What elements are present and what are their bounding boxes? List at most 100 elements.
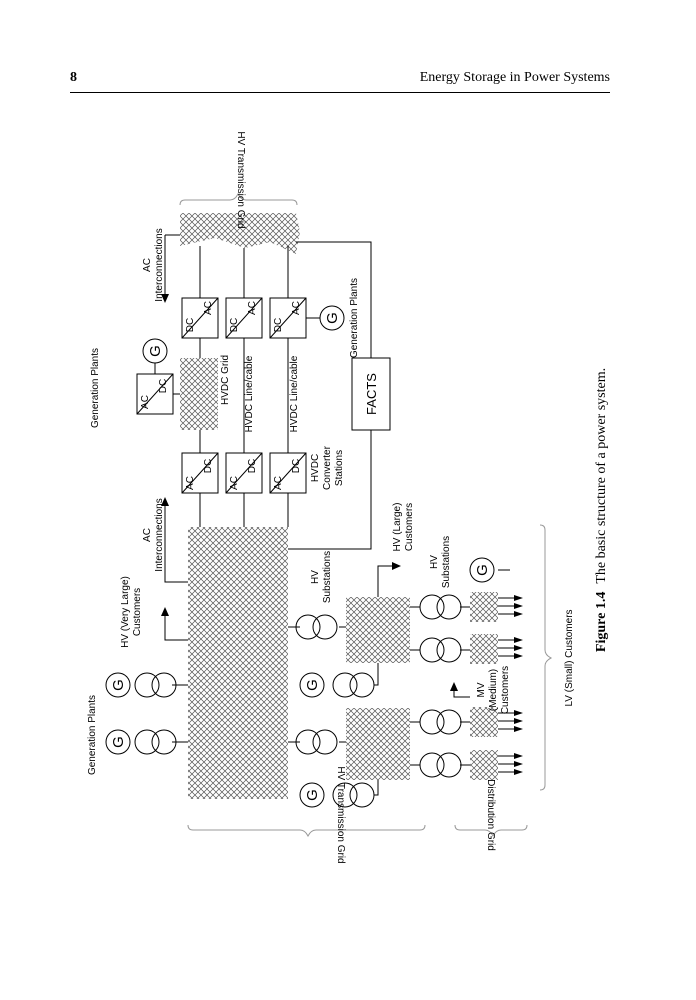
page-header: 8 Energy Storage in Power Systems <box>70 70 610 93</box>
svg-text:AC: AC <box>185 476 196 490</box>
hv-transmission-grid-right <box>180 213 300 254</box>
generator-labels: G G G G G G G <box>110 312 491 801</box>
svg-text:HVDC Line/cable: HVDC Line/cable <box>289 355 300 432</box>
generator-icon <box>105 672 131 698</box>
svg-text:Substations: Substations <box>441 536 452 588</box>
svg-text:Generation Plants: Generation Plants <box>349 278 360 358</box>
facts-box <box>351 357 391 431</box>
svg-text:Generation Plants: Generation Plants <box>90 348 101 428</box>
svg-text:G: G <box>474 564 491 576</box>
generator-icon <box>142 338 168 364</box>
mv-block <box>470 592 498 622</box>
svg-text:HVDC: HVDC <box>310 454 321 482</box>
caption-label: Figure 1.4 <box>594 592 609 652</box>
generator-icon <box>299 782 325 808</box>
figure-caption: Figure 1.4 The basic structure of a power… <box>594 368 609 652</box>
converter-divider <box>269 297 307 339</box>
very-large-customer-arrow <box>164 610 188 641</box>
svg-text:G: G <box>324 312 341 324</box>
page-number: 8 <box>70 70 77 85</box>
svg-text:G: G <box>147 345 164 357</box>
svg-text:(Medium): (Medium) <box>488 669 499 711</box>
svg-text:Stations: Stations <box>334 450 345 486</box>
svg-text:AC: AC <box>203 301 214 315</box>
converter-divider <box>181 297 219 339</box>
svg-text:Interconnections: Interconnections <box>154 498 165 571</box>
transformer-icon <box>295 729 321 755</box>
mv-block <box>470 750 498 780</box>
brace <box>179 192 298 206</box>
converter-divider <box>269 452 307 494</box>
svg-text:DC: DC <box>185 318 196 332</box>
svg-text:Customers: Customers <box>500 666 511 714</box>
transformer-icon <box>419 594 445 620</box>
svg-text:HV: HV <box>310 570 321 584</box>
svg-text:HV: HV <box>429 555 440 569</box>
facts-label: FACTS <box>364 373 379 415</box>
transformer-icon <box>134 672 160 698</box>
transformer-icon <box>295 614 321 640</box>
brace <box>454 824 528 838</box>
mv-block <box>470 634 498 664</box>
facts-line <box>288 430 372 550</box>
svg-text:Substations: Substations <box>322 551 333 603</box>
facts-line <box>296 241 372 358</box>
running-title: Energy Storage in Power Systems <box>419 70 610 85</box>
transformer-icon <box>419 709 445 735</box>
connection-line <box>374 663 379 686</box>
svg-text:AC: AC <box>229 476 240 490</box>
transformer-icon <box>332 672 358 698</box>
svg-text:AC: AC <box>247 301 258 315</box>
hv-substation-block <box>346 597 410 663</box>
lv-customers-label: LV (Small) Customers <box>564 609 575 706</box>
transformer-icon <box>419 752 445 778</box>
svg-text:Converter: Converter <box>322 445 333 490</box>
svg-text:G: G <box>304 789 321 801</box>
converter-divider <box>225 452 263 494</box>
svg-text:AC: AC <box>142 528 153 542</box>
large-customer-arrow <box>377 565 398 597</box>
converter-labels: AC DC AC DC AC DC DC AC DC AC DC AC AC D… <box>140 301 302 490</box>
svg-text:DC: DC <box>229 318 240 332</box>
mv-block <box>470 707 498 737</box>
grid-labels: HV Transmission Grid Distribution Grid H… <box>235 131 496 863</box>
svg-text:HV (Large): HV (Large) <box>392 503 403 552</box>
hvdc-grid-block <box>180 358 218 430</box>
transformer-icon <box>134 729 160 755</box>
brace <box>539 524 553 791</box>
generator-icon <box>105 729 131 755</box>
converter-divider <box>181 452 219 494</box>
connection-line <box>374 780 379 796</box>
svg-text:G: G <box>110 736 127 748</box>
hv-substation-block <box>346 708 410 780</box>
svg-text:AC: AC <box>291 301 302 315</box>
distribution-grid-label: Distribution Grid <box>485 779 496 851</box>
svg-text:AC: AC <box>140 395 151 409</box>
svg-text:Customers: Customers <box>132 588 143 636</box>
svg-text:AC: AC <box>142 258 153 272</box>
converter-divider <box>225 297 263 339</box>
hv-transmission-grid-label: HV Transmission Grid <box>235 131 246 228</box>
generation-plants-label: Generation Plants <box>87 695 98 775</box>
svg-text:Figure 1.4The basic structure: Figure 1.4 The basic structure of a power… <box>594 368 609 652</box>
transformer-icon <box>332 782 358 808</box>
svg-text:DC: DC <box>203 459 214 473</box>
svg-text:G: G <box>110 679 127 691</box>
hv-transmission-grid-block <box>188 527 288 799</box>
converter-divider <box>136 373 174 415</box>
ac-interconnection-arrow <box>164 500 188 583</box>
svg-text:Customers: Customers <box>404 503 415 551</box>
arrow-heads <box>161 294 523 775</box>
svg-text:Interconnections: Interconnections <box>154 228 165 301</box>
caption-text: The basic structure of a power system. <box>594 368 609 584</box>
svg-text:HVDC Line/cable: HVDC Line/cable <box>244 355 255 432</box>
diagram-labels: Generation Plants HV (Very Large) Custom… <box>87 228 575 775</box>
svg-text:DC: DC <box>247 459 258 473</box>
brace <box>187 824 426 838</box>
svg-text:DC: DC <box>158 379 169 393</box>
generator-icon <box>319 305 345 331</box>
svg-text:HV (Very Large): HV (Very Large) <box>120 576 131 648</box>
hv-transmission-grid-label: HV Transmission Grid <box>335 766 346 863</box>
svg-text:DC: DC <box>291 459 302 473</box>
